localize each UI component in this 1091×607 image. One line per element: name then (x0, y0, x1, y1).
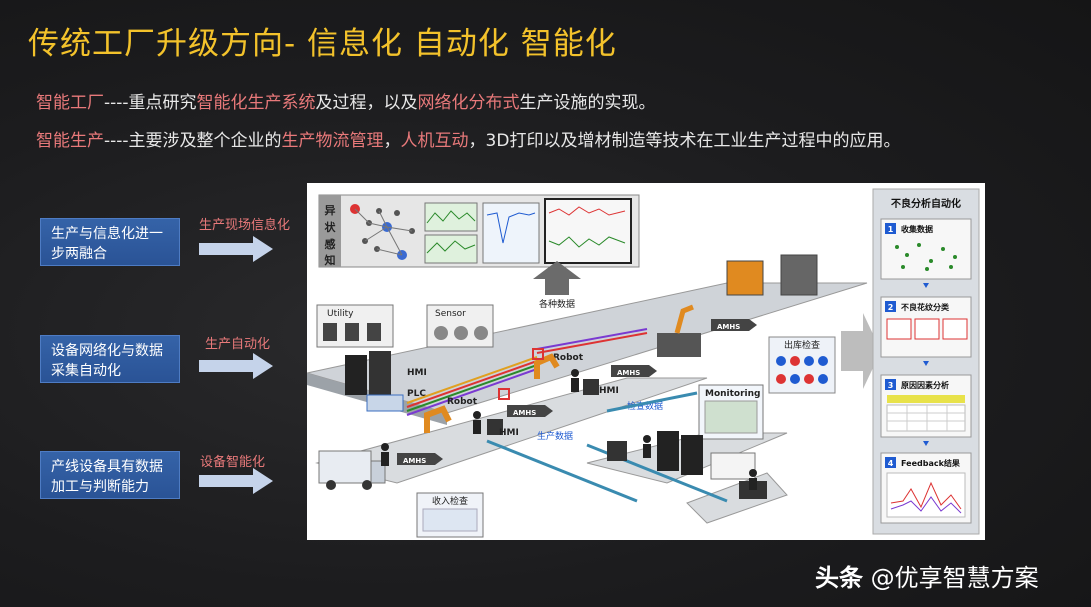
text-segment: ----主要涉及整个企业的 (104, 131, 282, 151)
watermark: 头条 @优享智慧方案 (815, 558, 1039, 593)
intro-line-smart-production: 智能生产----主要涉及整个企业的生产物流管理，人机互动，3D打印以及增材制造等… (36, 126, 900, 151)
arrow-label-informatization: 生产现场信息化 (199, 214, 290, 233)
watermark-brand: 头条 (815, 564, 863, 592)
arrow-label-automation: 生产自动化 (205, 333, 270, 352)
mini-chart-4 (545, 199, 631, 263)
server-rack-icon (657, 431, 679, 471)
step-number: 4 (888, 459, 894, 468)
step-label: Feedback结果 (901, 458, 960, 468)
text-segment: 生产设施的实现。 (520, 93, 656, 113)
hmi-terminal-icon (583, 379, 599, 395)
plc-icon (367, 395, 403, 411)
monitoring-label: Monitoring (705, 389, 761, 399)
warehouse-shelf-icon (781, 255, 817, 295)
server-rack-icon (681, 435, 703, 475)
step-label: 原因因素分析 (901, 380, 949, 390)
amhs-label-2: AMHS (513, 409, 536, 417)
amhs-label-1: AMHS (403, 457, 426, 465)
mini-chart-3 (483, 203, 539, 263)
page-title: 传统工厂升级方向- 信息化 自动化 智能化 (28, 18, 617, 63)
level-box-automation: 设备网络化与数据采集自动化 (40, 335, 180, 383)
mini-chart-2 (425, 235, 477, 263)
outbound-check-label: 出库检查 (784, 339, 820, 351)
intro-line-smart-factory: 智能工厂----重点研究智能化生产系统及过程，以及网络化分布式生产设施的实现。 (36, 88, 656, 113)
term-human-machine: 人机互动 (401, 131, 469, 151)
anomaly-char-4: 知 (324, 253, 336, 267)
term-smart-production-system: 智能化生产系统 (197, 93, 316, 113)
watermark-handle: @优享智慧方案 (871, 564, 1039, 592)
anomaly-char-1: 异 (325, 204, 336, 217)
step-number: 1 (888, 225, 894, 234)
level-box-informatization: 生产与信息化进一步两融合 (40, 218, 180, 266)
warehouse-shelf-icon (727, 261, 763, 295)
inbound-check-label: 收入检查 (432, 495, 468, 507)
step-number: 2 (888, 303, 894, 312)
step-label: 不良花纹分类 (901, 302, 949, 312)
truck-icon (319, 451, 371, 483)
defect-analysis-title: 不良分析自动化 (891, 197, 961, 210)
hmi-label-3: HMI (599, 386, 619, 396)
term-logistics-management: 生产物流管理 (282, 131, 384, 151)
server-rack-icon (345, 355, 367, 395)
right-arrow-icon (199, 353, 273, 379)
utility-label: Utility (327, 309, 354, 319)
server-rack-icon (369, 351, 391, 395)
robot-label-1: Robot (447, 397, 478, 407)
factory-illustration: 异 状 感 知 各种数据 Utility Sensor (307, 183, 985, 540)
machine-icon (657, 333, 701, 357)
text-segment: 及过程，以及 (316, 93, 418, 113)
production-data-label: 生产数据 (537, 430, 573, 442)
anomaly-char-3: 感 (325, 237, 336, 251)
right-arrow-icon (199, 236, 273, 262)
level-box-intelligence: 产线设备具有数据加工与判断能力 (40, 451, 180, 499)
text-segment: ----重点研究 (104, 93, 197, 113)
monitor-icon (607, 441, 627, 461)
sensor-label: Sensor (435, 309, 466, 319)
various-data-label: 各种数据 (539, 298, 575, 310)
step-number: 3 (888, 381, 894, 390)
hmi-label: HMI (407, 368, 427, 378)
amhs-label-4: AMHS (717, 323, 740, 331)
mini-chart-1 (425, 203, 477, 231)
workstation-platform (687, 473, 787, 523)
term-networked-distributed: 网络化分布式 (418, 93, 520, 113)
amhs-label-3: AMHS (617, 369, 640, 377)
step-label: 收集数据 (901, 224, 933, 234)
anomaly-char-2: 状 (325, 220, 337, 234)
term-smart-factory: 智能工厂 (36, 93, 104, 113)
smart-factory-diagram: 异 状 感 知 各种数据 Utility Sensor (307, 183, 985, 540)
text-segment: ，3D打印以及增材制造等技术在工业生产过程中的应用。 (469, 131, 901, 151)
right-arrow-icon (199, 468, 273, 494)
checklist-icon (711, 453, 755, 479)
text-segment: ， (384, 131, 401, 151)
robot-label-2: Robot (553, 353, 584, 363)
term-smart-production: 智能生产 (36, 131, 104, 151)
hmi-label-2: HMI (499, 428, 519, 438)
